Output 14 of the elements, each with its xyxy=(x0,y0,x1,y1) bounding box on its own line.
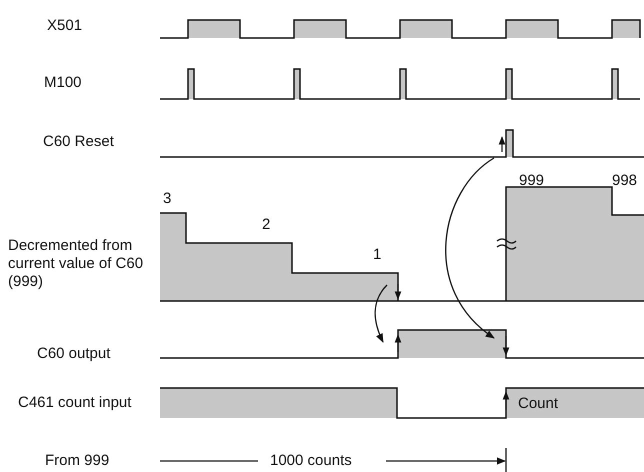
count-value: 3 xyxy=(163,190,172,208)
signal-name: M100 xyxy=(44,74,82,92)
signal-name: C60 Reset xyxy=(43,133,114,151)
count-value: 1 xyxy=(373,246,382,264)
signal-name: X501 xyxy=(47,17,82,35)
signal-name: C60 output xyxy=(37,345,110,363)
count-value: 999 xyxy=(519,172,544,190)
signal-name: C461 count input xyxy=(18,394,132,412)
count-value: 2 xyxy=(262,216,270,234)
signal-name: From 999 xyxy=(45,452,110,470)
signal-name: Decremented from current value of C60 (999) xyxy=(8,237,144,291)
dimension-label: 1000 counts xyxy=(270,452,352,470)
count-value: 998 xyxy=(612,172,638,190)
waveform-label: Count xyxy=(518,395,558,413)
